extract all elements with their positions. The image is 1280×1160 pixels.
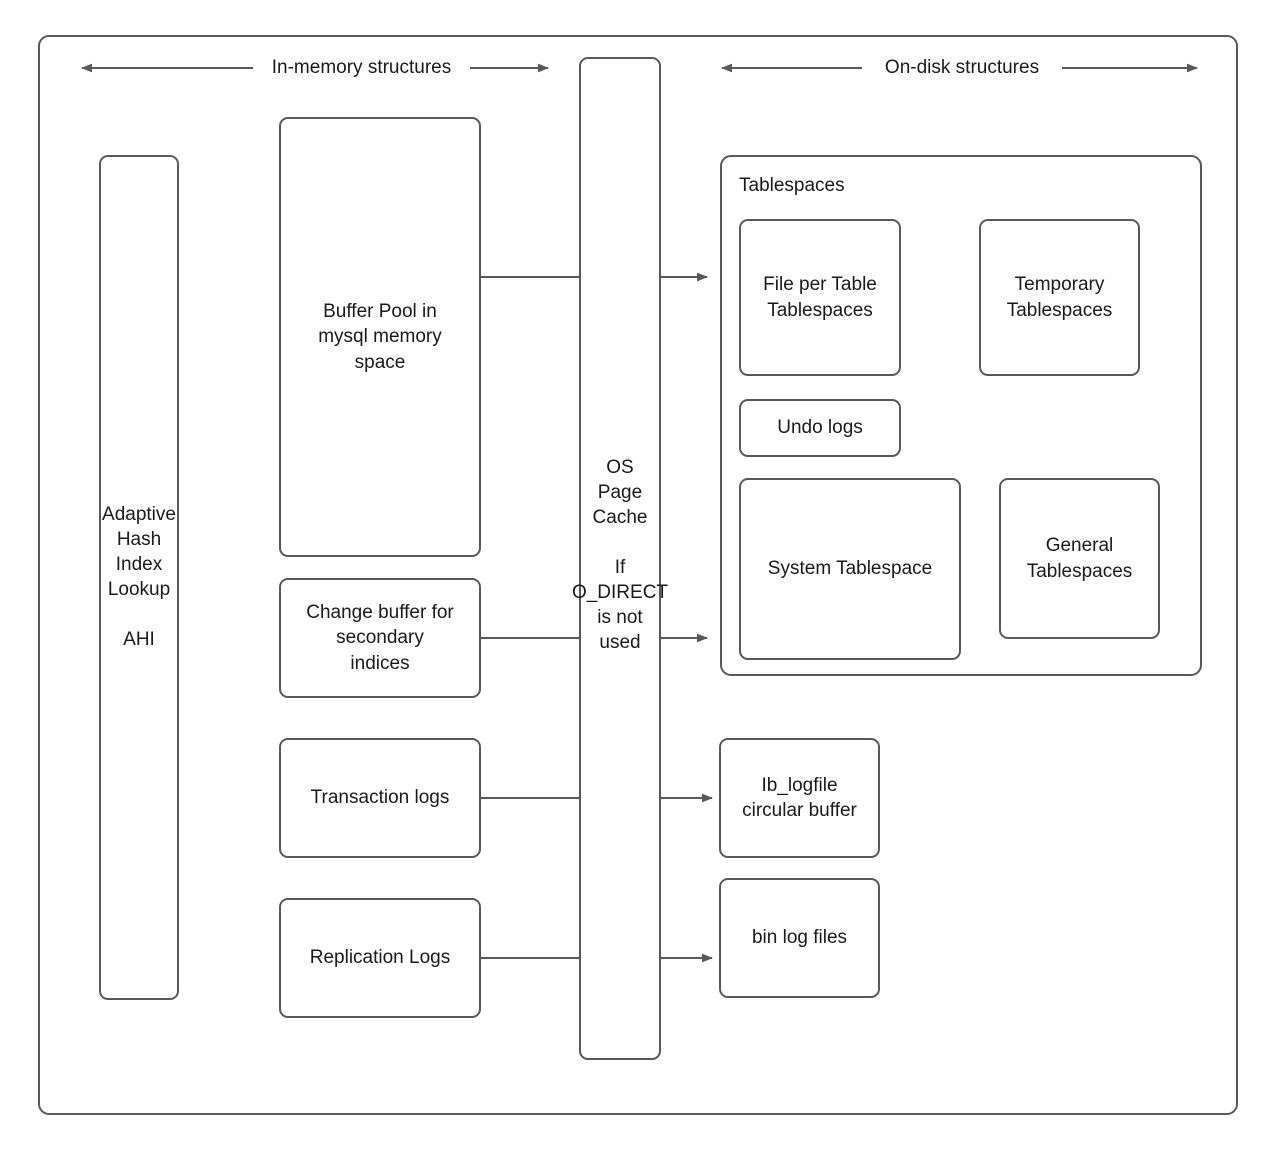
node-buffer-pool[interactable]: Buffer Pool in mysql memory space <box>279 117 481 557</box>
node-file-per-table-tablespaces[interactable]: File per Table Tablespaces <box>739 219 901 376</box>
node-general-tablespaces[interactable]: General Tablespaces <box>999 478 1160 639</box>
node-change-buffer[interactable]: Change buffer for secondary indices <box>279 578 481 698</box>
group-tablespaces-title: Tablespaces <box>739 175 845 196</box>
node-replication-logs[interactable]: Replication Logs <box>279 898 481 1018</box>
node-ib-logfile[interactable]: Ib_logfile circular buffer <box>719 738 880 858</box>
group-tablespaces <box>720 155 1202 676</box>
node-adaptive-hash-index[interactable] <box>99 155 179 1000</box>
node-bin-log-files[interactable]: bin log files <box>719 878 880 998</box>
node-undo-logs[interactable]: Undo logs <box>739 399 901 457</box>
node-temporary-tablespaces[interactable]: Temporary Tablespaces <box>979 219 1140 376</box>
outer-frame <box>38 35 1238 1115</box>
node-system-tablespace[interactable]: System Tablespace <box>739 478 961 660</box>
node-os-page-cache[interactable] <box>579 57 661 1060</box>
header-label-in-memory: In-memory structures <box>271 57 452 78</box>
header-label-on-disk: On-disk structures <box>884 57 1040 78</box>
node-transaction-logs[interactable]: Transaction logs <box>279 738 481 858</box>
